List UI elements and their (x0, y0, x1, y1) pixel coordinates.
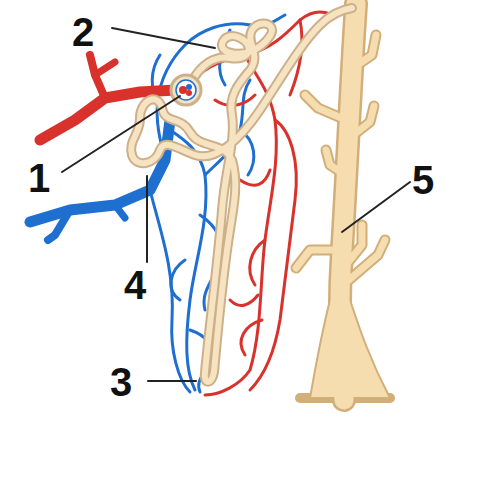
callout-number: 2 (72, 12, 94, 52)
collecting-duct (296, 4, 390, 400)
glomerulus (171, 75, 201, 105)
label-anchor: 5 (412, 160, 434, 200)
callout-number: 5 (412, 160, 434, 200)
label-anchor: 2 (72, 12, 94, 52)
leader-lines (62, 28, 410, 381)
callout-number: 4 (124, 265, 146, 305)
callout-number: 3 (110, 362, 132, 402)
label-anchor: 1 (28, 158, 50, 198)
label-anchor: 4 (124, 265, 146, 305)
label-anchor: 3 (110, 362, 132, 402)
renal-tubule (131, 8, 352, 382)
callout-number: 1 (28, 158, 50, 198)
